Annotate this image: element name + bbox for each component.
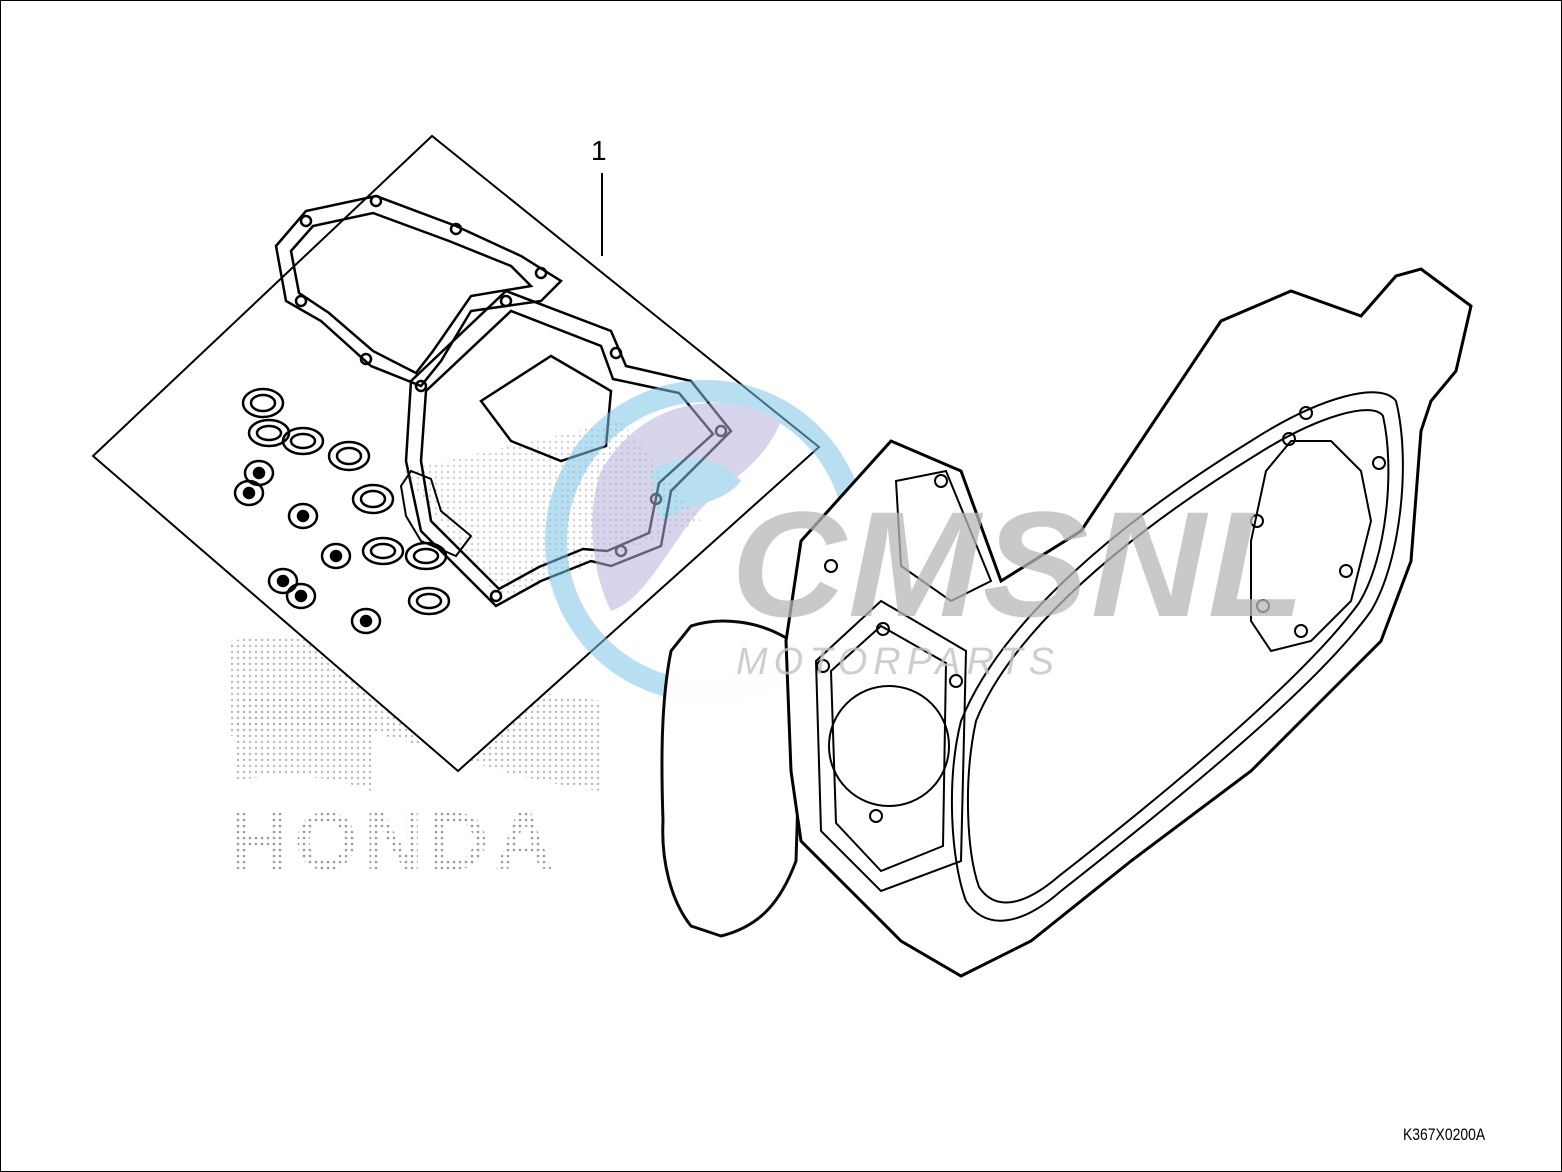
diagram-part-code: K367X0200A [1403, 1125, 1486, 1144]
watermark-brand-text: CMSNL [731, 480, 1307, 648]
watermark-subtitle-text: MOTORPARTS [736, 641, 1060, 683]
honda-logo-text: HONDA [229, 796, 560, 887]
callout-number-1: 1 [591, 135, 607, 166]
o-rings-and-seals [233, 387, 451, 635]
small-gasket [399, 469, 473, 558]
engine-case-outline [660, 267, 1473, 978]
svg-text:HONDA: HONDA [229, 796, 560, 887]
case-gasket-frame [274, 194, 563, 388]
